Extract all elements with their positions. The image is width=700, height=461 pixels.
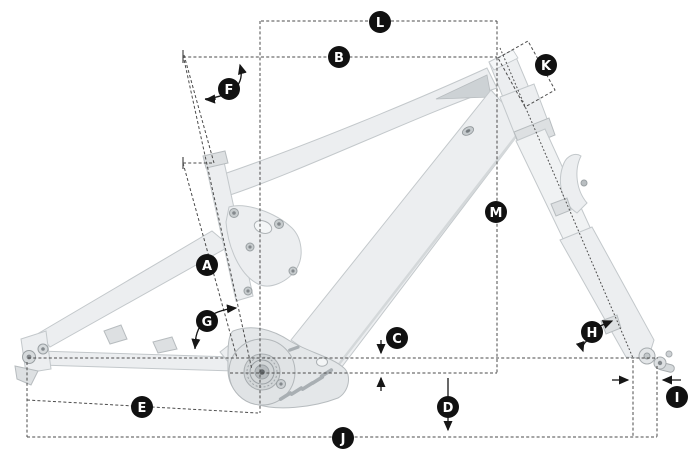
rear-triangle	[14, 230, 253, 386]
svg-text:C: C	[392, 332, 402, 347]
svg-text:A: A	[202, 259, 212, 274]
svg-text:L: L	[376, 16, 384, 31]
fork-lower-leg	[559, 226, 655, 360]
svg-text:B: B	[334, 51, 344, 66]
dim-label-f: F	[218, 78, 240, 100]
dim-line-F-seat-angle	[182, 54, 253, 371]
top-tube	[217, 67, 498, 197]
svg-text:G: G	[202, 315, 213, 330]
dim-label-m: M	[485, 201, 507, 223]
dim-label-i: I	[666, 386, 688, 408]
fork-stanchion	[515, 128, 595, 248]
down-tube	[290, 89, 525, 373]
rear-fender-tab	[14, 365, 39, 386]
svg-text:F: F	[225, 83, 234, 98]
dim-label-j: J	[332, 427, 354, 449]
front-fork	[499, 83, 675, 373]
dim-label-l: L	[369, 11, 391, 33]
frame-artwork	[14, 49, 675, 409]
dim-label-a: A	[196, 254, 218, 276]
svg-text:I: I	[675, 391, 680, 406]
svg-text:J: J	[340, 432, 346, 447]
svg-text:H: H	[587, 326, 598, 341]
dim-label-e: E	[131, 396, 153, 418]
seat-clamp	[202, 150, 229, 169]
svg-text:M: M	[490, 206, 503, 221]
rocker-linkage	[225, 205, 302, 296]
dim-label-g: G	[196, 310, 218, 332]
dim-label-b: B	[328, 46, 350, 68]
arrow-H-up	[599, 320, 614, 329]
svg-text:E: E	[138, 401, 147, 416]
dim-label-k: K	[535, 54, 557, 76]
dim-label-d: D	[437, 396, 459, 418]
svg-text:K: K	[541, 59, 552, 74]
dim-line-steering-axis	[499, 47, 634, 359]
dimension-labels: A B C D E F G H	[131, 11, 688, 449]
motor-guard	[227, 327, 350, 409]
dim-line-seattube-axis	[183, 54, 215, 164]
dim-box-K-headtube	[497, 40, 556, 108]
svg-text:D: D	[443, 401, 454, 416]
dim-label-h: H	[581, 321, 603, 343]
dim-label-c: C	[386, 327, 408, 349]
